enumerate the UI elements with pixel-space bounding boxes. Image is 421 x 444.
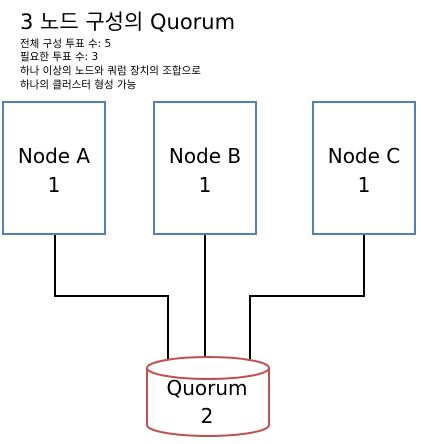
total-votes-text: 전체 구성 투표 수: 5 [20, 38, 112, 50]
quorum-name: Quorum [166, 376, 248, 400]
connector-node-a [54, 235, 169, 368]
quorum-votes: 2 [200, 404, 214, 428]
node-a-box: Node A 1 [2, 101, 106, 235]
quorum-disk-icon [146, 356, 270, 437]
node-c-name: Node C [327, 144, 401, 168]
node-b-box: Node B 1 [153, 101, 257, 235]
node-c-box: Node C 1 [312, 101, 416, 235]
node-a-votes: 1 [47, 173, 61, 197]
node-a-name: Node A [17, 144, 91, 168]
required-votes-text: 필요한 투표 수: 3 [20, 51, 99, 63]
quorum-disk-body [146, 368, 270, 437]
description-line-2: 하나의 클러스터 형성 가능 [20, 79, 137, 91]
node-b-name: Node B [168, 144, 242, 168]
connector-node-c [249, 235, 365, 368]
diagram-title: 3 노드 구성의 Quorum [20, 10, 236, 34]
quorum-disk-top [146, 356, 270, 380]
node-c-votes: 1 [357, 173, 371, 197]
node-b-votes: 1 [198, 173, 212, 197]
description-line-1: 하나 이상의 노드와 쿼럼 장치의 조합으로 [20, 65, 201, 77]
